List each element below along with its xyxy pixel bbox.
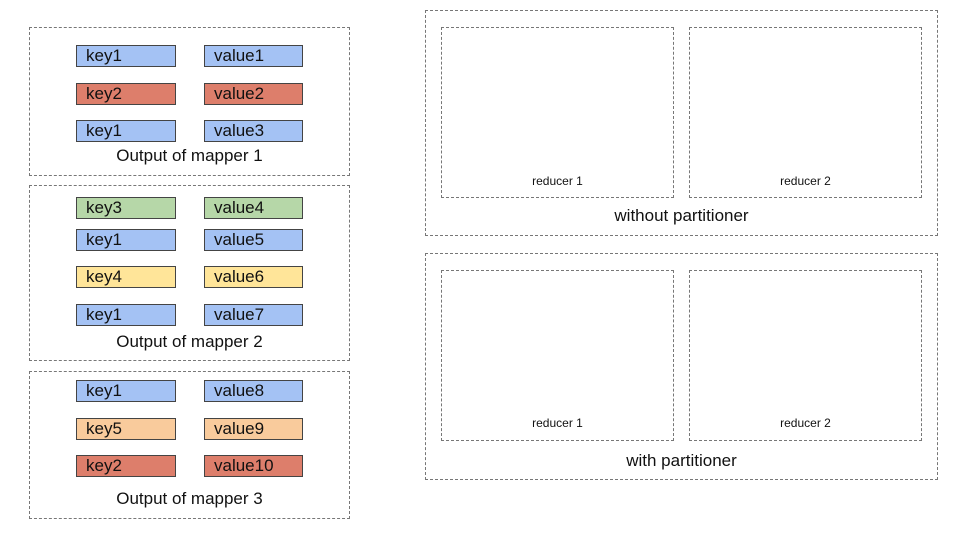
reducer-label: reducer 2	[780, 416, 831, 430]
mapper-2-box: key3 value4 key1 value5 key4 value6 key1…	[29, 185, 350, 361]
value-cell: value6	[204, 266, 303, 288]
key-cell: key2	[76, 83, 176, 105]
without-partitioner-box: reducer 1 reducer 2 without partitioner	[425, 10, 938, 236]
reducer-2-box: reducer 2	[689, 270, 922, 441]
value-cell: value10	[204, 455, 303, 477]
value-cell: value1	[204, 45, 303, 67]
without-partitioner-caption: without partitioner	[614, 206, 749, 225]
with-partitioner-caption: with partitioner	[626, 451, 737, 470]
key-cell: key1	[76, 120, 176, 142]
mapper-3-caption: Output of mapper 3	[116, 489, 263, 508]
key-cell: key3	[76, 197, 176, 219]
with-partitioner-box: reducer 1 reducer 2 with partitioner	[425, 253, 938, 480]
value-cell: value4	[204, 197, 303, 219]
mapper-2-caption: Output of mapper 2	[116, 332, 263, 351]
key-cell: key2	[76, 455, 176, 477]
key-cell: key1	[76, 45, 176, 67]
reducer-label: reducer 1	[532, 174, 583, 188]
key-cell: key5	[76, 418, 176, 440]
key-cell: key4	[76, 266, 176, 288]
key-cell: key1	[76, 380, 176, 402]
reducer-label: reducer 2	[780, 174, 831, 188]
value-cell: value5	[204, 229, 303, 251]
mapper-3-box: key1 value8 key5 value9 key2 value10 Out…	[29, 371, 350, 519]
mapper-1-caption: Output of mapper 1	[116, 146, 263, 165]
value-cell: value8	[204, 380, 303, 402]
value-cell: value3	[204, 120, 303, 142]
value-cell: value2	[204, 83, 303, 105]
key-cell: key1	[76, 304, 176, 326]
mapper-1-box: key1 value1 key2 value2 key1 value3 Outp…	[29, 27, 350, 176]
reducer-2-box: reducer 2	[689, 27, 922, 198]
reducer-1-box: reducer 1	[441, 27, 674, 198]
value-cell: value7	[204, 304, 303, 326]
reducer-1-box: reducer 1	[441, 270, 674, 441]
value-cell: value9	[204, 418, 303, 440]
key-cell: key1	[76, 229, 176, 251]
reducer-label: reducer 1	[532, 416, 583, 430]
